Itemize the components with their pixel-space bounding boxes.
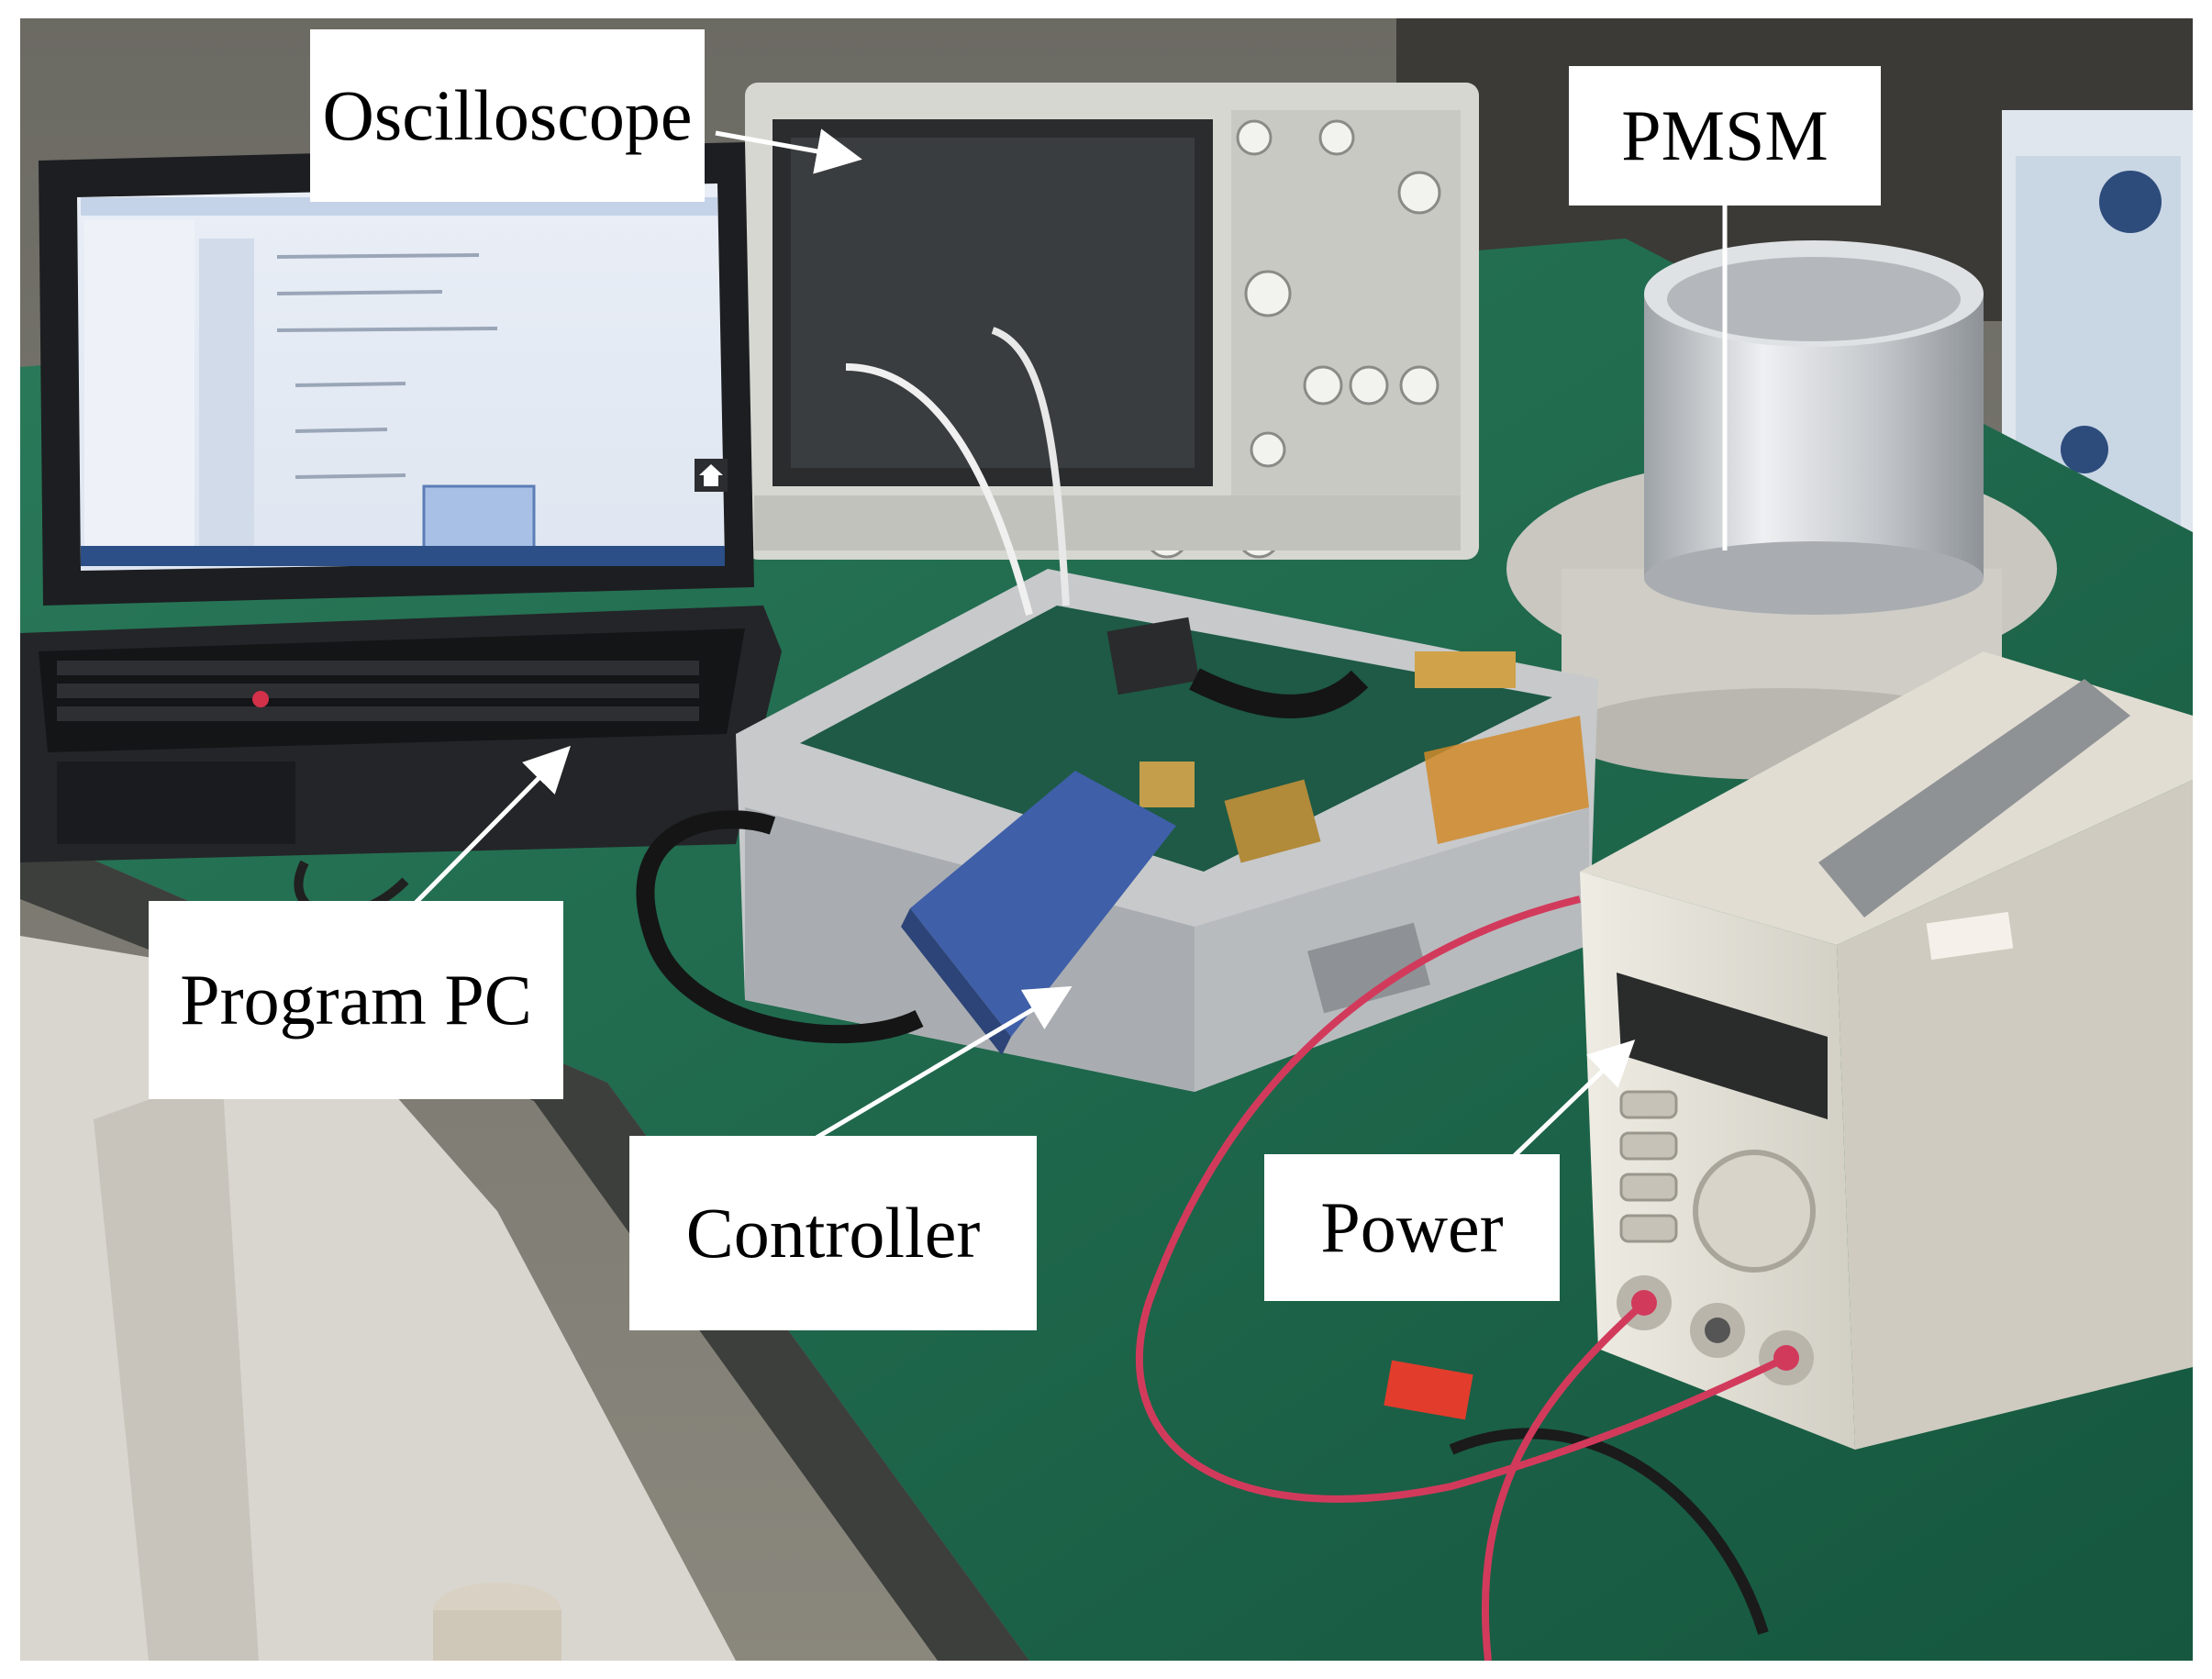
controller-pcb bbox=[800, 606, 1552, 872]
power-label: Power bbox=[1264, 1154, 1560, 1301]
lab-setup-photo bbox=[20, 18, 2193, 1661]
photo-scene bbox=[20, 18, 2193, 1661]
pmsm-label: PMSM bbox=[1569, 66, 1881, 206]
oscilloscope-label: Oscilloscope bbox=[310, 29, 705, 202]
program-pc-label: Program PC bbox=[149, 901, 563, 1099]
table-edge bbox=[20, 817, 1029, 1661]
power-supply-handle bbox=[1818, 679, 2130, 917]
emulator-box bbox=[910, 771, 1176, 1037]
home-icon bbox=[695, 459, 728, 492]
controller-label: Controller bbox=[629, 1136, 1037, 1330]
